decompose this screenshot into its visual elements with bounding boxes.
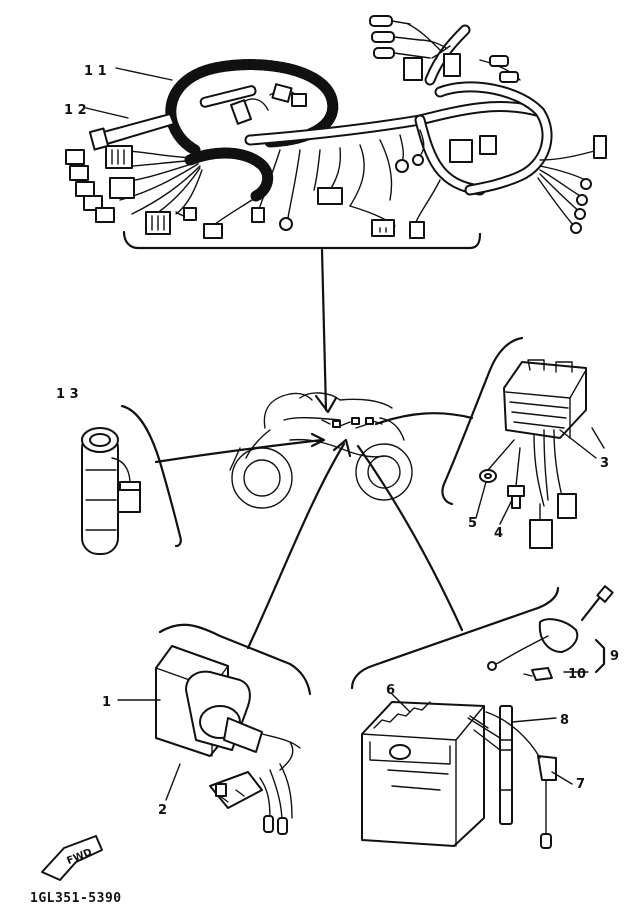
- callout-9: 9: [610, 649, 619, 664]
- diagram-code: 1GL351-5390: [30, 891, 122, 906]
- harness-routing-center: [321, 417, 383, 429]
- callout-8: 8: [560, 713, 569, 728]
- rectifier-regulator: [441, 336, 605, 549]
- callout-12: 1 2: [64, 103, 87, 118]
- wire-harness: [65, 15, 607, 239]
- callout-3: 3: [600, 456, 609, 471]
- callout-leaders: [85, 67, 597, 801]
- wire-harness-bracket: [122, 230, 482, 250]
- callout-11: 1 1: [84, 64, 107, 79]
- callout-5: 5: [468, 516, 477, 531]
- callout-10: 10: [568, 667, 586, 682]
- connection-lines: [154, 248, 474, 650]
- callout-1: 1: [102, 695, 111, 710]
- cable-band: [88, 113, 175, 151]
- callout-7: 7: [576, 777, 585, 792]
- battery-assembly: [350, 585, 614, 849]
- direction-arrow-icon: [41, 835, 103, 881]
- motorcycle-outline: [229, 392, 413, 509]
- relay-unit: [155, 623, 312, 835]
- callout-13: 1 3: [56, 387, 79, 402]
- callout-6: 6: [386, 683, 395, 698]
- callout-4: 4: [494, 526, 503, 541]
- grip-assembly: [81, 404, 182, 555]
- callout-2: 2: [158, 803, 167, 818]
